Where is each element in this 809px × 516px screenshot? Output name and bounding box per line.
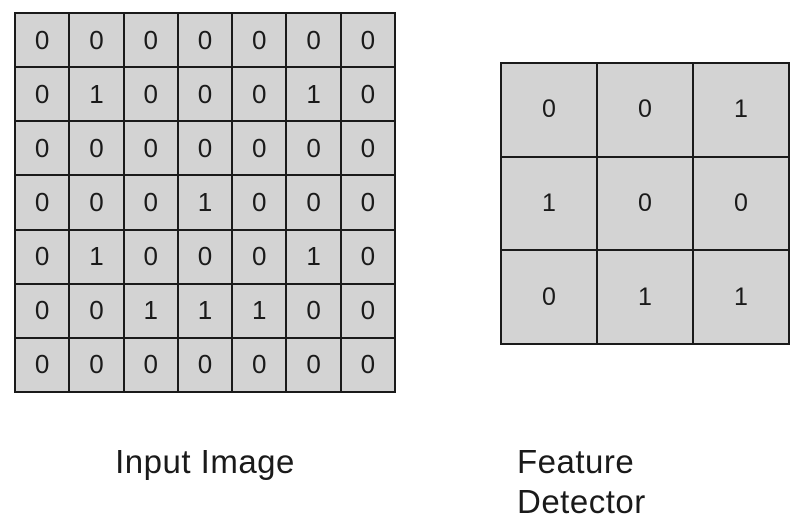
input-image-cell: 1 [70,230,123,283]
input-image-cell: 0 [341,68,394,121]
feature-detector-cell: 0 [598,64,692,156]
input-image-cell: 1 [124,284,177,337]
feature-detector-cell: 0 [502,64,596,156]
input-image-cell: 0 [70,122,123,175]
input-image-cell: 0 [233,122,286,175]
input-image-cell: 0 [287,338,340,391]
input-image-label: Input Image [115,443,295,480]
input-image-cell: 0 [233,68,286,121]
input-image-cell: 0 [16,14,69,67]
input-image-cell: 0 [287,14,340,67]
input-image-cell: 0 [287,176,340,229]
feature-detector-cell: 1 [694,251,788,343]
input-image-cell: 0 [178,338,232,391]
input-image-cell: 0 [178,230,232,283]
feature-detector-label: Feature Detector [517,443,646,516]
feature-detector-cell: 0 [694,157,788,250]
input-image-cell: 1 [178,284,232,337]
input-image-cell: 0 [233,338,286,391]
input-image-cell: 0 [124,68,177,121]
input-image-cell: 0 [16,176,69,229]
input-image-cell: 1 [233,284,286,337]
input-image-cell: 0 [16,284,69,337]
input-image-cell: 0 [341,176,394,229]
input-image-cell: 0 [233,176,286,229]
input-image-cell: 0 [341,122,394,175]
input-image-cell: 0 [233,230,286,283]
feature-detector-cell: 0 [598,157,692,250]
input-image-cell: 0 [70,176,123,229]
input-image-cell: 1 [178,176,232,229]
input-image-cell: 0 [16,68,69,121]
feature-detector-cell: 1 [502,157,596,250]
input-image-cell: 0 [124,230,177,283]
input-image-cell: 0 [124,122,177,175]
input-image-cell: 0 [70,338,123,391]
feature-detector-cell: 1 [694,64,788,156]
input-image-cell: 1 [287,68,340,121]
input-image-cell: 0 [233,14,286,67]
input-image-cell: 0 [70,284,123,337]
input-image-cell: 0 [341,338,394,391]
input-image-cell: 0 [16,230,69,283]
input-image-cell: 0 [16,338,69,391]
input-image-cell: 0 [124,14,177,67]
input-image-cell: 0 [287,122,340,175]
feature-detector-cell: 1 [598,251,692,343]
feature-detector-cell: 0 [502,251,596,343]
input-image-cell: 1 [287,230,340,283]
input-image-cell: 0 [178,68,232,121]
input-image-cell: 0 [341,14,394,67]
input-image-cell: 1 [70,68,123,121]
input-image-cell: 0 [124,338,177,391]
input-image-cell: 0 [341,284,394,337]
input-image-cell: 0 [178,14,232,67]
input-image-cell: 0 [287,284,340,337]
input-image-cell: 0 [178,122,232,175]
input-image-cell: 0 [70,14,123,67]
input-image-cell: 0 [124,176,177,229]
input-image-cell: 0 [341,230,394,283]
input-image-cell: 0 [16,122,69,175]
